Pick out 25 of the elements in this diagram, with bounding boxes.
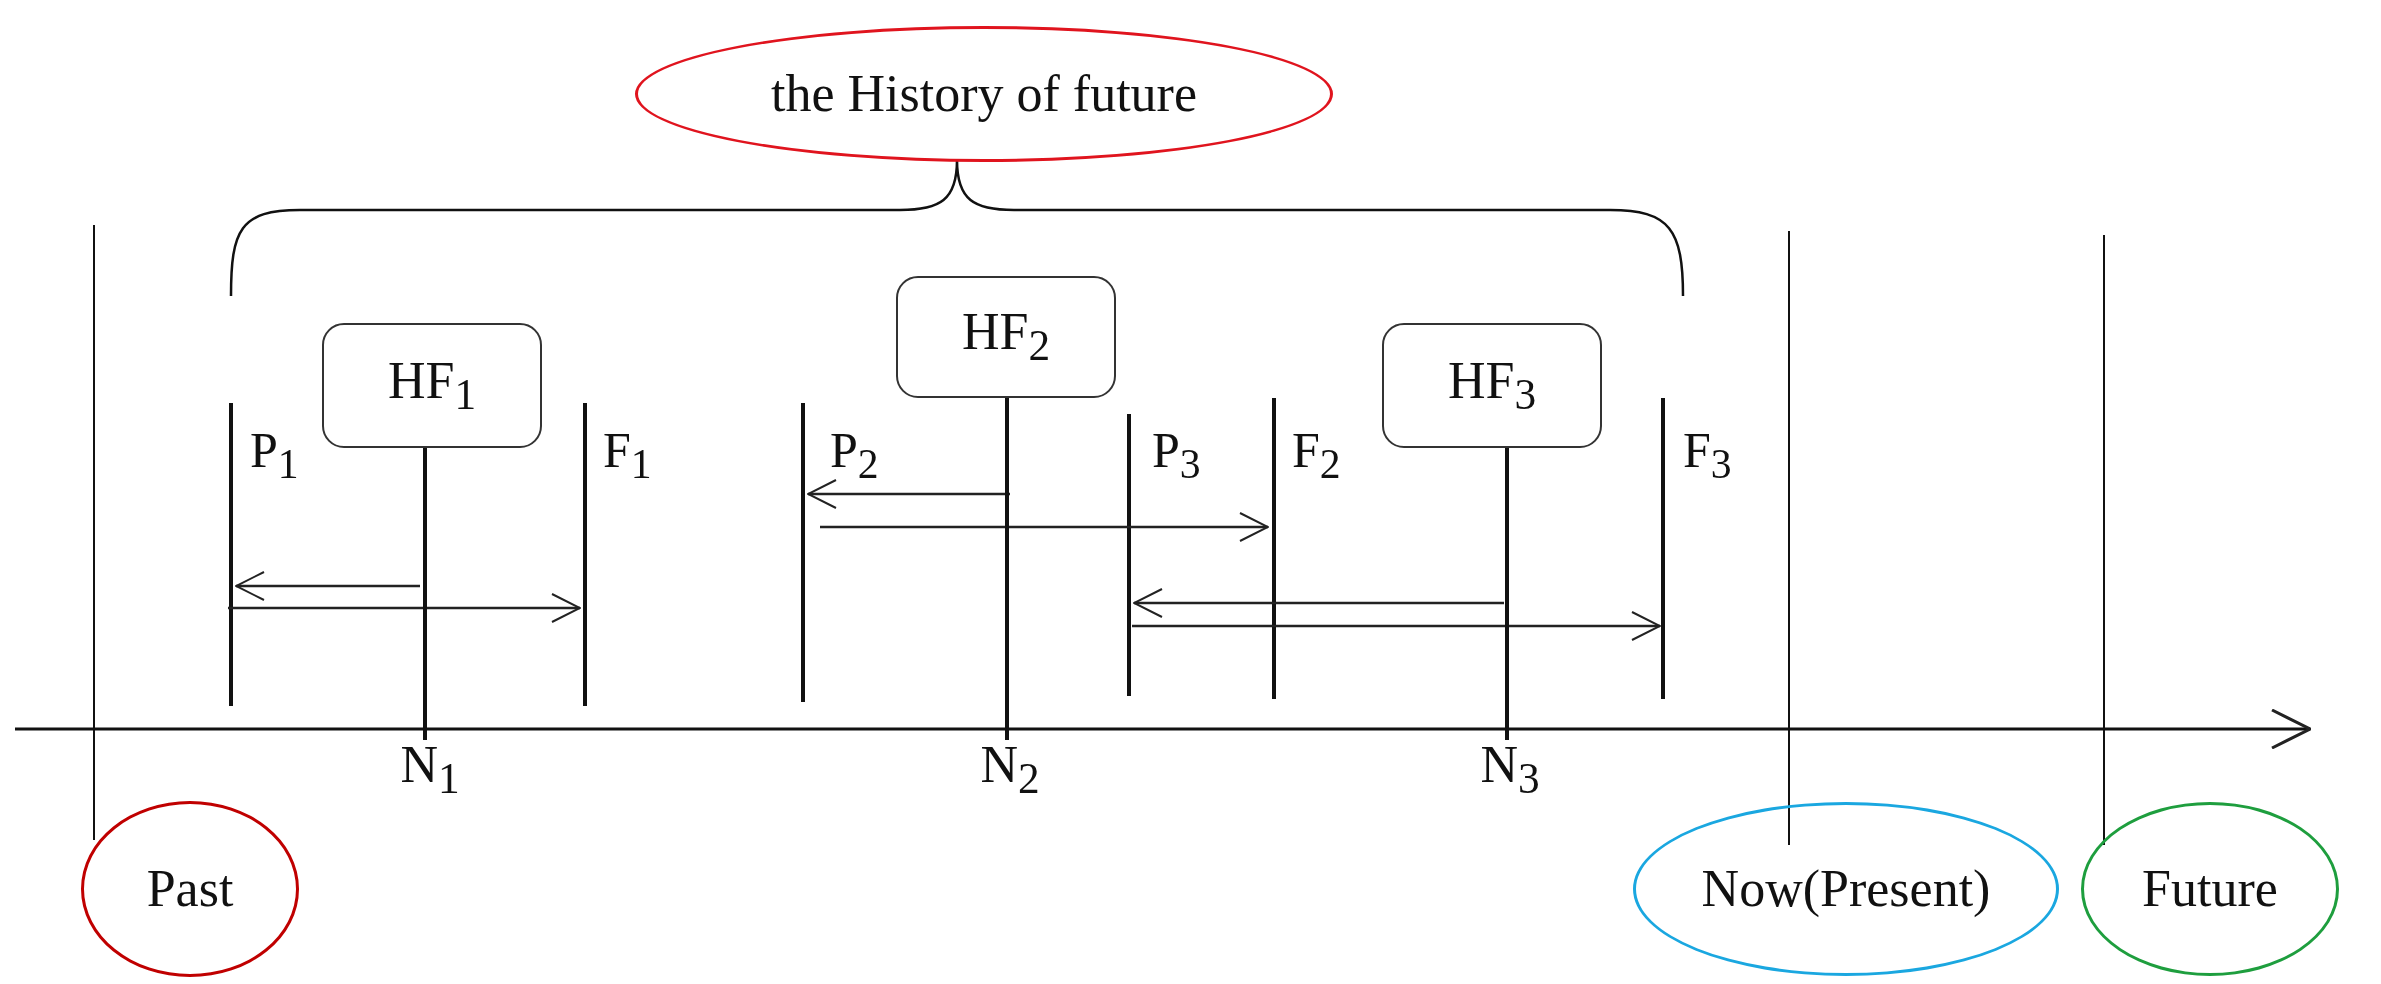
- node-label: HF$_{3}$: [1447, 354, 1537, 417]
- node-label: the History of future: [771, 68, 1197, 120]
- node-label: Future: [2142, 863, 2278, 915]
- node-label: Past: [146, 863, 234, 915]
- node-label: HF$_{1}$: [387, 354, 477, 417]
- rounded-box: [1382, 323, 1602, 448]
- node-label: N$_{2}$: [980, 739, 1040, 801]
- rounded-box: [322, 323, 542, 448]
- node-label: N$_{1}$: [400, 739, 460, 801]
- node-label: Now(Present): [1701, 863, 1991, 915]
- time-point-label: F$_{3}$: [1683, 425, 1732, 486]
- node-label: HF$_{2}$: [961, 306, 1051, 368]
- time-point-label: F$_{2}$: [1292, 425, 1341, 486]
- connector-line: [1505, 448, 1509, 740]
- rounded-box: [896, 276, 1116, 398]
- ellipse: [1633, 802, 2059, 976]
- time-point-label: P$_{1}$: [250, 425, 299, 486]
- ellipse: [2081, 802, 2339, 976]
- time-point-label: F$_{1}$: [603, 425, 652, 486]
- time-point-label: P$_{3}$: [1152, 425, 1201, 486]
- connector-line: [423, 448, 427, 740]
- time-point-label: P$_{2}$: [830, 425, 879, 486]
- ellipse: [81, 801, 299, 977]
- node-label: N$_{3}$: [1480, 739, 1540, 801]
- connector-line: [1005, 398, 1009, 740]
